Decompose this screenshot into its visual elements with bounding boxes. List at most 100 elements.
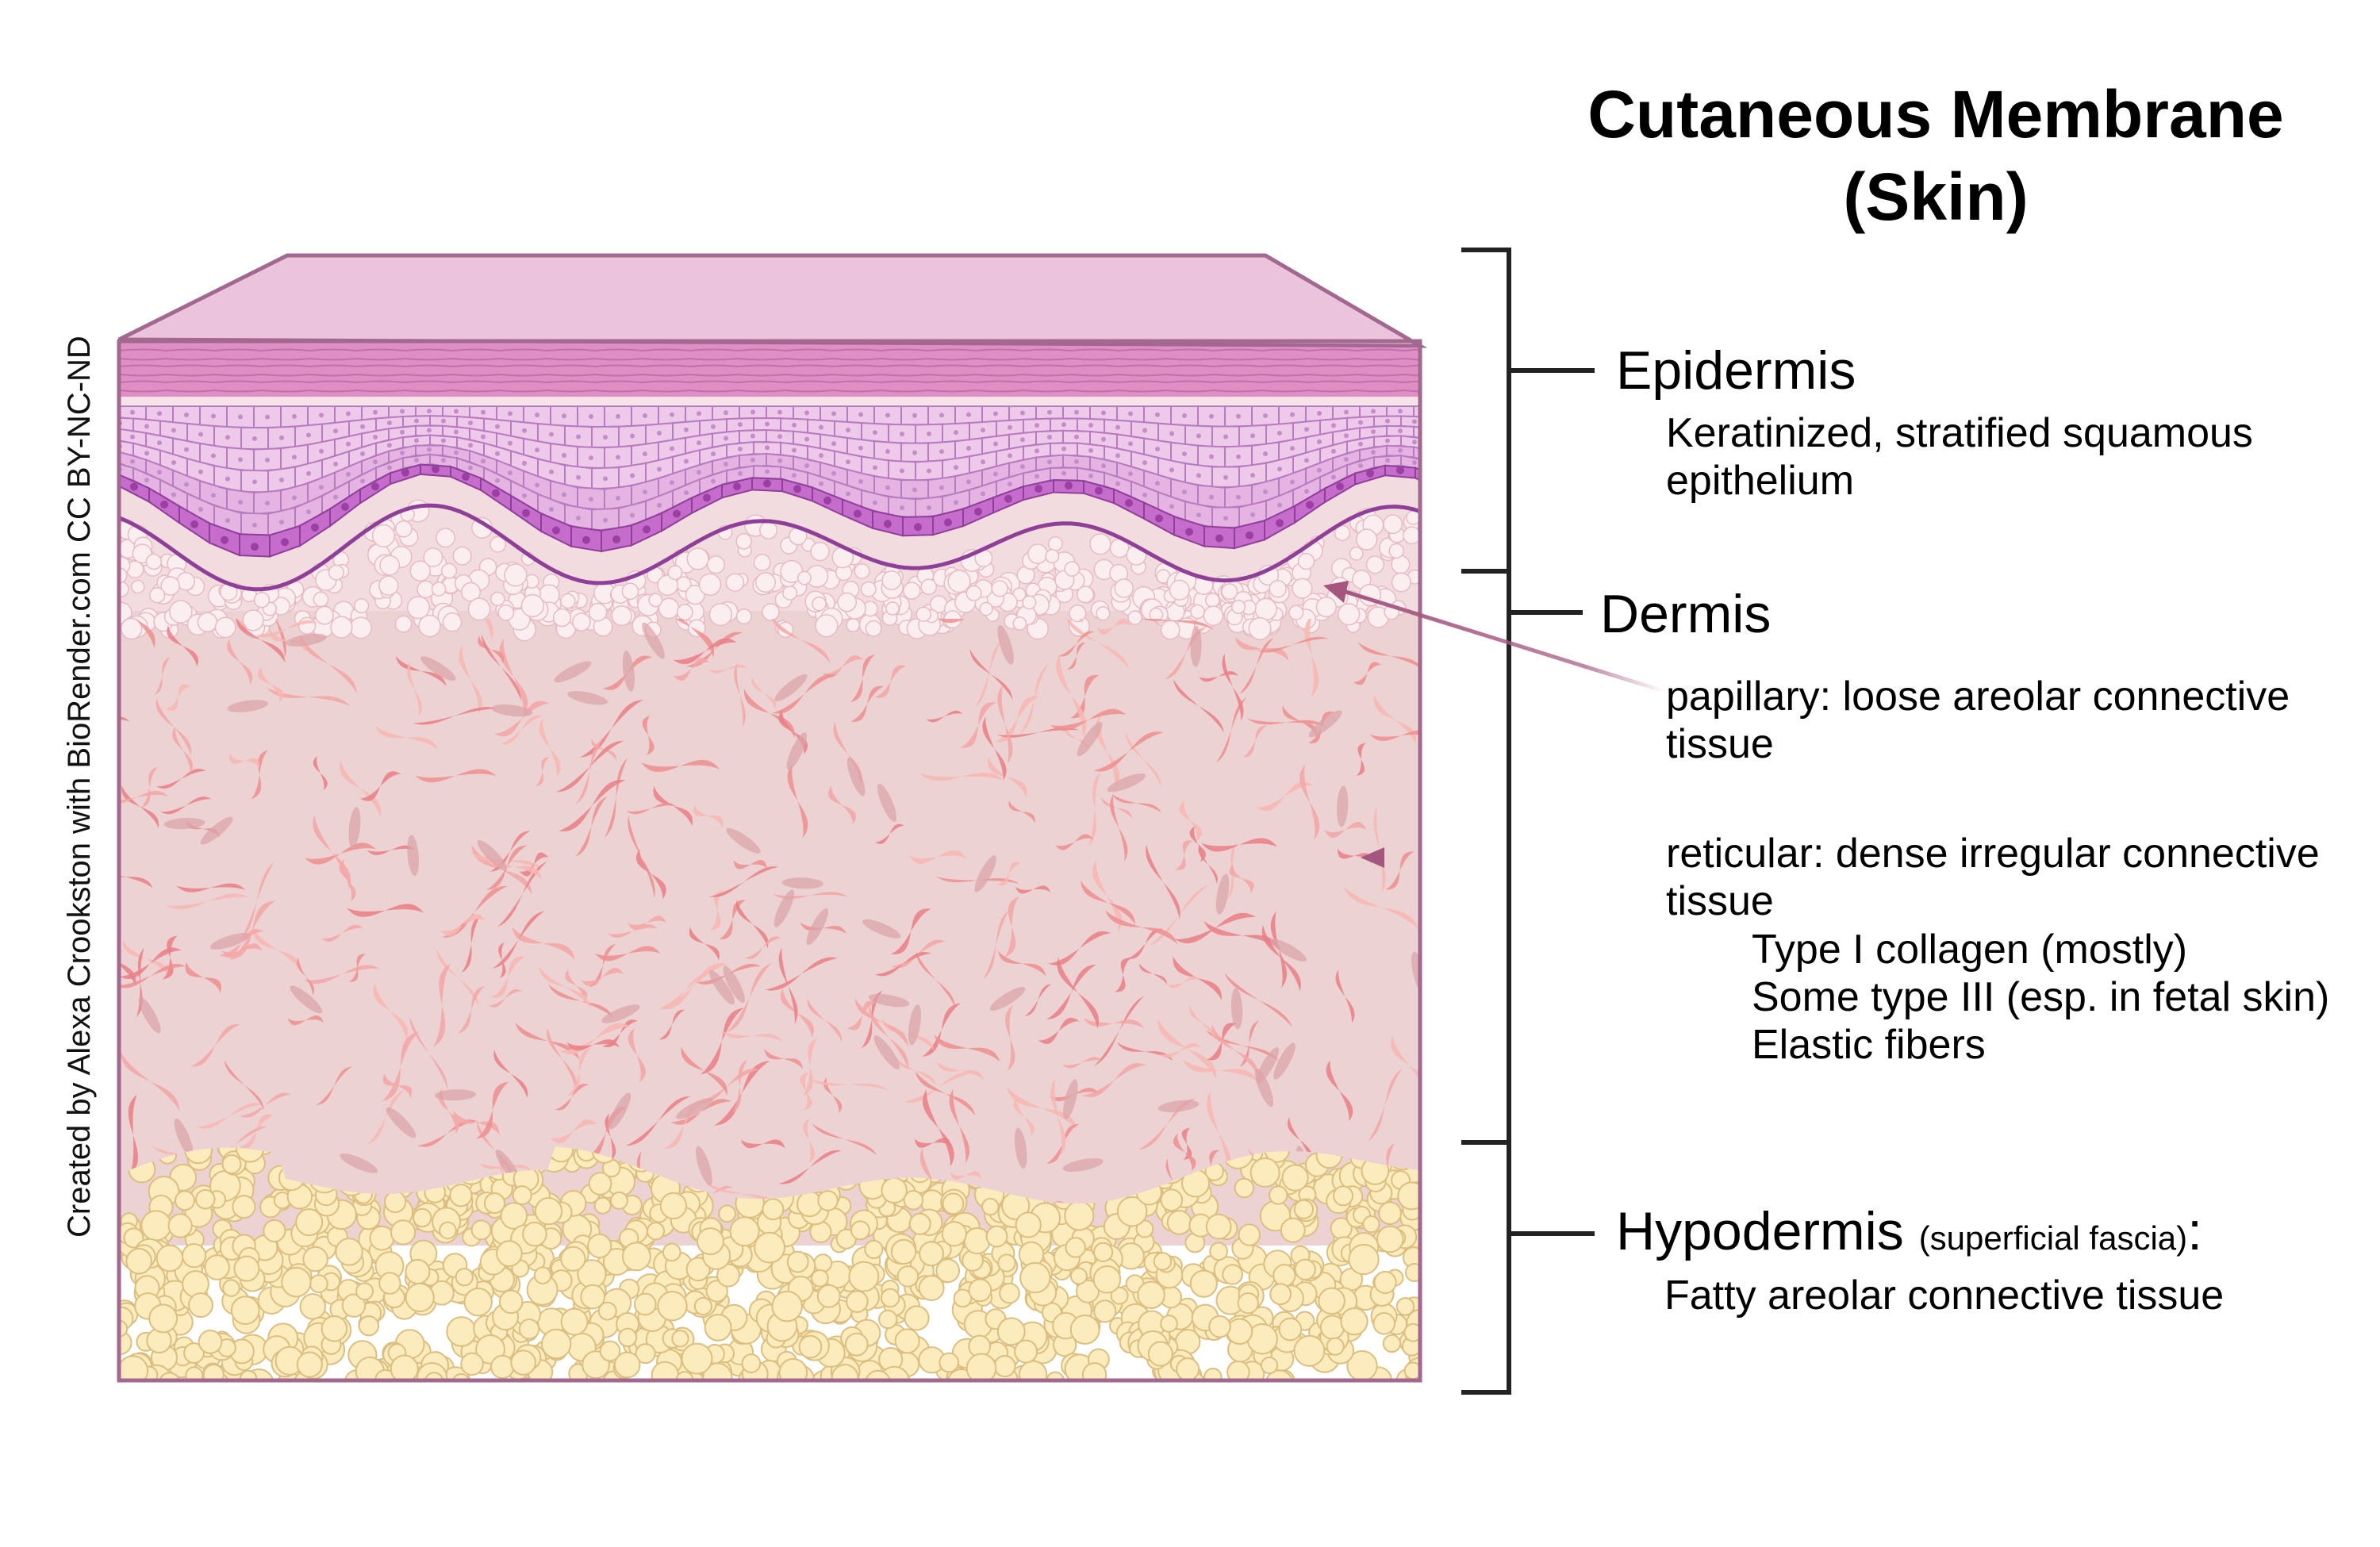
- fat-cell: [786, 1250, 809, 1273]
- collagen-fiber: [227, 638, 253, 685]
- fat-cell: [1281, 1164, 1309, 1192]
- cell-nucleus: [1250, 433, 1255, 439]
- areolar-bubble: [371, 524, 396, 547]
- fibroblast: [781, 877, 823, 889]
- cell-nucleus: [1088, 422, 1093, 428]
- cell-nucleus: [1035, 423, 1039, 428]
- cell-nucleus: [900, 431, 904, 436]
- fat-cell: [123, 1227, 144, 1249]
- areolar-bubble: [735, 608, 752, 625]
- collagen-fiber: [983, 910, 1009, 980]
- collagen-fiber: [673, 638, 737, 665]
- cell-nucleus: [252, 522, 257, 528]
- collagen-fiber: [316, 1066, 352, 1105]
- cell-nucleus: [823, 496, 831, 505]
- collagen-fiber: [490, 956, 526, 998]
- fat-cell: [1293, 1199, 1315, 1220]
- cell-nucleus: [792, 422, 797, 428]
- collagen-fiber: [519, 852, 549, 877]
- cell-nucleus: [711, 451, 716, 457]
- cell-nucleus: [724, 410, 728, 416]
- collagen-fiber: [539, 718, 561, 777]
- cell-nucleus: [1061, 446, 1066, 451]
- fat-cell: [1092, 1242, 1114, 1262]
- collagen-fiber: [1335, 969, 1355, 1023]
- areolar-bubble: [1254, 597, 1277, 621]
- collagen-fiber: [1005, 1005, 1015, 1072]
- fat-cell: [894, 1328, 920, 1354]
- fat-cell: [771, 1290, 803, 1322]
- fat-cell: [296, 1351, 323, 1378]
- fat-cell: [597, 1301, 617, 1321]
- cell-nucleus: [703, 493, 711, 502]
- cell-nucleus: [157, 470, 162, 475]
- cell-nucleus: [333, 494, 338, 500]
- fibroblast: [974, 855, 996, 892]
- cell-nucleus: [251, 543, 259, 551]
- cell-nucleus: [360, 424, 365, 429]
- fat-cell: [1093, 1299, 1117, 1323]
- collagen-fiber: [1130, 619, 1214, 630]
- areolar-bubble: [1203, 605, 1224, 627]
- fibroblast: [642, 622, 665, 659]
- areolar-bubble: [1230, 599, 1246, 615]
- cell-nucleus: [981, 459, 985, 465]
- fat-cell: [1046, 1371, 1065, 1380]
- cell-nucleus: [495, 478, 500, 483]
- cell-nucleus: [549, 432, 554, 437]
- areolar-bubble: [160, 576, 180, 596]
- cell-nucleus: [1128, 441, 1133, 447]
- areolar-bubble: [782, 585, 798, 601]
- attribution-credit: Created by Alexa Crookston with BioRende…: [62, 336, 97, 1238]
- cell-nucleus: [1185, 528, 1193, 536]
- collagen-fiber: [827, 785, 856, 825]
- areolar-bubble: [706, 555, 726, 574]
- cell-nucleus: [1101, 463, 1106, 469]
- fat-cell: [183, 1342, 205, 1365]
- fat-cell: [405, 1258, 431, 1284]
- collagen-fiber: [555, 1084, 589, 1111]
- collagen-fiber: [255, 620, 318, 638]
- areolar-bubble: [489, 591, 505, 607]
- papillary-description-line1: papillary: loose areolar connective: [1666, 674, 2290, 720]
- cell-nucleus: [1358, 420, 1363, 425]
- collagen-fiber: [919, 1147, 950, 1204]
- fat-cell: [560, 1246, 586, 1272]
- cell-nucleus: [657, 431, 662, 436]
- fat-cell: [981, 1197, 1000, 1216]
- fat-cell: [449, 1184, 473, 1207]
- cell-nucleus: [1047, 459, 1052, 465]
- fibroblast: [1308, 710, 1342, 738]
- areolar-bubble: [504, 563, 528, 587]
- collagen-fiber: [176, 883, 246, 892]
- fat-cell: [1238, 1223, 1261, 1246]
- areolar-bubble: [409, 560, 431, 582]
- areolar-bubble: [1365, 555, 1384, 574]
- cell-nucleus: [265, 501, 270, 506]
- cell-nucleus: [1344, 409, 1349, 415]
- cell-nucleus: [306, 509, 311, 515]
- cell-nucleus: [884, 520, 892, 528]
- cell-nucleus: [1115, 424, 1120, 430]
- fibroblast: [873, 1035, 900, 1069]
- collagen-fiber: [119, 947, 182, 980]
- collagen-fiber: [1050, 708, 1127, 731]
- collagen-fiber: [1202, 1150, 1220, 1183]
- collagen-fiber: [406, 661, 422, 717]
- fat-cell: [1346, 1349, 1378, 1380]
- cell-nucleus: [184, 447, 189, 452]
- cell-nucleus: [346, 471, 351, 477]
- fat-cell: [588, 1172, 612, 1196]
- collagen-fiber: [1070, 674, 1100, 719]
- areolar-bubble: [621, 582, 639, 601]
- collagen-fiber: [1181, 1127, 1192, 1161]
- areolar-bubble: [418, 614, 441, 638]
- fat-cell: [741, 1353, 762, 1373]
- cell-nucleus: [1396, 466, 1404, 474]
- cell-nucleus: [1155, 447, 1160, 452]
- fibroblast: [491, 704, 533, 717]
- cell-nucleus: [763, 479, 771, 488]
- collagen-fiber: [1182, 1059, 1257, 1082]
- cell-nucleus: [684, 459, 689, 464]
